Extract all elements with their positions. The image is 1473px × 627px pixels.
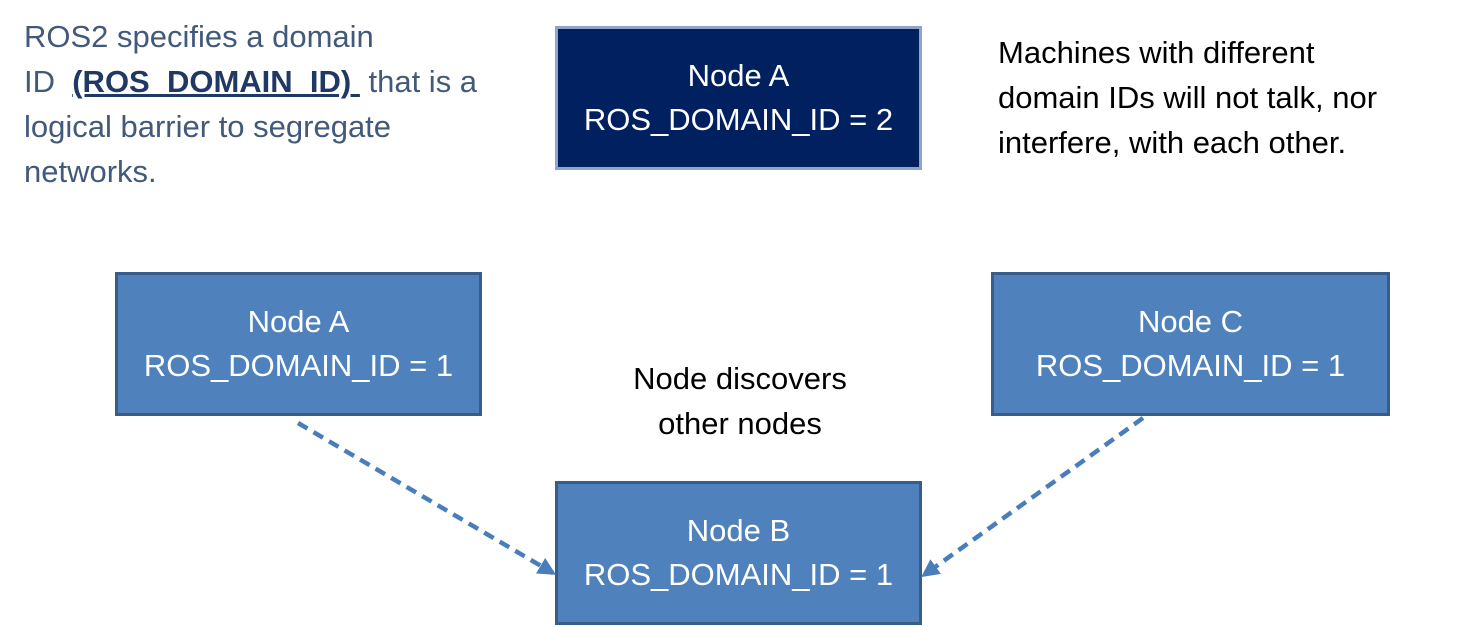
intro-text: ROS2 specifies a domain ID (ROS_DOMAIN_I…	[24, 14, 544, 194]
node-domain-id: ROS_DOMAIN_ID = 1	[1035, 348, 1346, 383]
isolation-note: Machines with different domain IDs will …	[998, 30, 1458, 165]
domain-id-highlight: (ROS_DOMAIN_ID)	[72, 64, 360, 99]
node-name: Node C	[1137, 304, 1244, 339]
node-domain-id: ROS_DOMAIN_ID = 1	[143, 348, 454, 383]
intro-line-2: ID (ROS_DOMAIN_ID) that is a	[24, 59, 544, 104]
arrow-node-a-to-node-b	[296, 421, 557, 575]
node-name: Node B	[686, 513, 791, 548]
intro-line-2-pre: ID	[24, 64, 73, 99]
intro-line-1: ROS2 specifies a domain	[24, 19, 374, 54]
node-name: Node A	[687, 58, 790, 93]
intro-line-3: logical barrier to segregate	[24, 109, 392, 144]
arrow-node-c-to-node-b	[921, 416, 1145, 578]
isolation-note-line-2: domain IDs will not talk, nor	[998, 80, 1378, 115]
discovery-note-line-2: other nodes	[658, 406, 822, 441]
isolation-note-line-3: interfere, with each other.	[998, 125, 1347, 160]
isolation-note-line-1: Machines with different	[998, 35, 1315, 70]
node-a-domain-1-box: Node A ROS_DOMAIN_ID = 1	[115, 272, 482, 416]
discovery-note-line-1: Node discovers	[633, 361, 847, 396]
node-domain-id: ROS_DOMAIN_ID = 2	[583, 102, 894, 137]
node-b-box: Node B ROS_DOMAIN_ID = 1	[555, 481, 922, 625]
node-domain-id: ROS_DOMAIN_ID = 1	[583, 557, 894, 592]
node-a-domain-2-box: Node A ROS_DOMAIN_ID = 2	[555, 26, 922, 170]
discovery-note: Node discovers other nodes	[600, 356, 880, 446]
intro-line-2-post: that is a	[359, 64, 478, 99]
node-name: Node A	[247, 304, 350, 339]
node-c-box: Node C ROS_DOMAIN_ID = 1	[991, 272, 1390, 416]
intro-line-4: networks.	[24, 154, 157, 189]
